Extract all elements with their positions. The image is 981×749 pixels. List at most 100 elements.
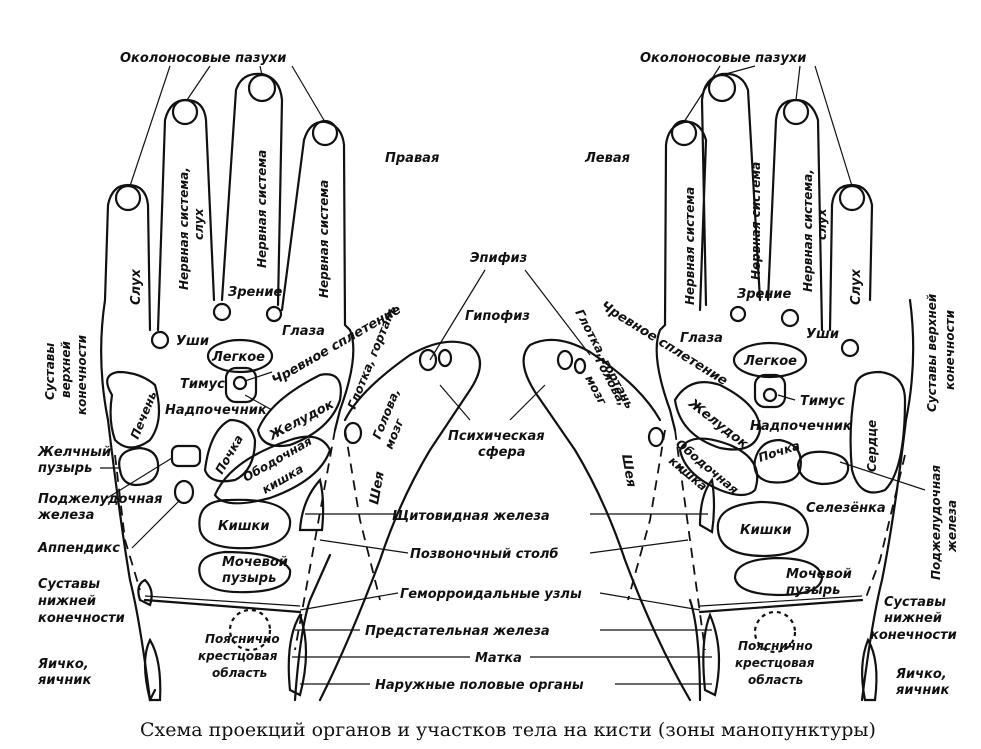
right-thumb-outline [318, 340, 482, 702]
left-ears-label: Уши [806, 327, 839, 342]
right-appendix-label: Аппендикс [37, 541, 120, 556]
right-liver-zone [106, 370, 161, 449]
right-stomach-zone [256, 373, 342, 448]
right-gallbladder-label-2: пузырь [38, 461, 92, 476]
right-finger2-tip [311, 119, 339, 147]
left-lumbar-label-1: Пояснично [738, 639, 813, 653]
psychic-sphere-label-1: Психическая [448, 429, 545, 444]
right-lower-joints-label-2: нижней [38, 594, 96, 609]
labels: Околоносовые пазухи Околоносовые пазухи … [37, 51, 959, 741]
right-pancreas-label-2: железа [37, 508, 94, 523]
left-lower-joints-label-1: Суставы [884, 595, 946, 610]
left-lower-joints-label-3: конечности [870, 628, 957, 643]
right-hypophysis-point [418, 348, 438, 372]
right-upper-joints-label-1: Суставы [43, 343, 57, 400]
left-stomach-label: Желудок [685, 396, 752, 453]
right-pancreas-label-1: Поджелудочная [38, 492, 163, 507]
genitals-label: Наружные половые органы [375, 678, 584, 693]
left-intestines-zone [716, 500, 810, 558]
right-bladder-label-1: Мочевой [222, 555, 288, 570]
right-ears-label: Уши [176, 334, 209, 349]
right-vision-point [212, 302, 232, 322]
left-nervous-hearing-label-2: слух [815, 207, 829, 240]
figure-caption: Схема проекций органов и участков тела н… [140, 719, 876, 741]
left-nervous-hearing-label-1: Нервная система, [801, 169, 815, 292]
left-eyes-label: Глаза [680, 331, 723, 346]
right-bladder-zone [198, 550, 292, 594]
left-colon-zone [678, 437, 759, 497]
right-eyes-point [265, 305, 283, 323]
right-appendix-zone [173, 479, 195, 505]
right-lumbar-label-3: область [212, 666, 267, 680]
left-lung-zone [732, 341, 808, 379]
right-neck-label: Шея [367, 470, 388, 505]
right-lung-label: Легкое [211, 350, 265, 365]
right-ears-point [150, 330, 170, 350]
right-lumbar-label-1: Пояснично [205, 632, 280, 646]
right-thymus-zone [224, 366, 258, 404]
right-hemorrhoid-line [143, 598, 302, 614]
right-thymus-label: Тимус [180, 377, 225, 392]
leader-lines [100, 65, 926, 685]
right-testis-label-2: яичник [37, 673, 92, 688]
left-hearing-label: Слух [849, 268, 864, 305]
left-spleen-label: Селезёнка [806, 501, 886, 516]
right-nervous-hearing-label-2: слух [192, 207, 206, 240]
left-hand-drawing [522, 72, 915, 702]
left-lung-label: Легкое [743, 354, 797, 369]
right-throat-point [343, 421, 363, 445]
thyroid-label: Щитовидная железа [392, 509, 550, 524]
psychic-sphere-label-2: сфера [478, 445, 526, 460]
right-hearing-label: Слух [129, 268, 144, 305]
right-wrist-outline [148, 553, 332, 702]
left-kidney-label: Почка [757, 438, 802, 465]
hypophysis-label: Гипофиз [465, 309, 530, 324]
right-testis-label-1: Яичко, [37, 657, 89, 672]
left-lumbar-label-3: область [748, 673, 803, 687]
right-nervous-label-1: Нервная система [255, 150, 269, 268]
prostate-label: Предстательная железа [365, 624, 550, 639]
hemorrhoids-label: Геморроидальные узлы [400, 587, 582, 602]
right-finger5-tip [114, 184, 142, 212]
left-heart-label: Сердце [865, 420, 879, 472]
left-nervous-label-2: Нервная система [749, 162, 763, 280]
left-neck-label: Шея [618, 453, 639, 488]
left-hemorrhoid-line [698, 598, 864, 614]
left-thymus-label: Тимус [800, 394, 845, 409]
right-upper-joints-label-2: верхней [59, 341, 73, 398]
spine-label: Позвоночный столб [410, 547, 559, 562]
left-upper-joints-label-2: конечности [943, 309, 957, 390]
right-lower-joints-label-3: конечности [38, 611, 125, 626]
right-colon-zone [213, 435, 332, 505]
sinuses-label-right-hand: Околоносовые пазухи [120, 51, 286, 66]
right-nervous-hearing-label-1: Нервная система, [177, 167, 191, 290]
right-intestines-zone [198, 498, 292, 550]
right-lung-zone [206, 338, 274, 374]
left-intestines-label: Кишки [740, 523, 791, 538]
right-finger3-tip [247, 73, 277, 103]
right-upper-joints-label-3: конечности [75, 334, 89, 415]
left-stomach-zone [673, 381, 762, 451]
right-pancreas-zone [170, 444, 202, 468]
right-vision-label: Зрение [228, 285, 282, 300]
right-gallbladder-label-1: Желчный [37, 445, 111, 460]
left-testis-label-2: яичник [895, 683, 950, 698]
left-vision-label: Зрение [737, 287, 791, 302]
right-intestines-label: Кишки [218, 519, 269, 534]
left-pancreas-label-2: железа [945, 500, 959, 553]
left-hand-title: Левая [584, 151, 630, 166]
right-finger4-tip [171, 98, 199, 126]
right-hand-title: Правая [385, 151, 439, 166]
right-hand-drawing [100, 72, 482, 702]
left-adrenal-label: Надпочечник [750, 419, 853, 434]
left-thymus-zone [753, 373, 787, 409]
right-nervous-label-2: Нервная система [317, 180, 331, 298]
epiphysis-label: Эпифиз [470, 251, 527, 266]
left-lower-joints-label-2: нижней [884, 611, 942, 626]
right-lumbar-label-2: крестцовая [198, 649, 278, 663]
left-nervous-label-1: Нервная система [683, 187, 697, 305]
right-kidney-label: Почка [212, 432, 246, 476]
left-pancreas-label-1: Поджелудочная [929, 465, 943, 580]
left-upper-joints-label-1: Суставы верхней [925, 293, 939, 412]
